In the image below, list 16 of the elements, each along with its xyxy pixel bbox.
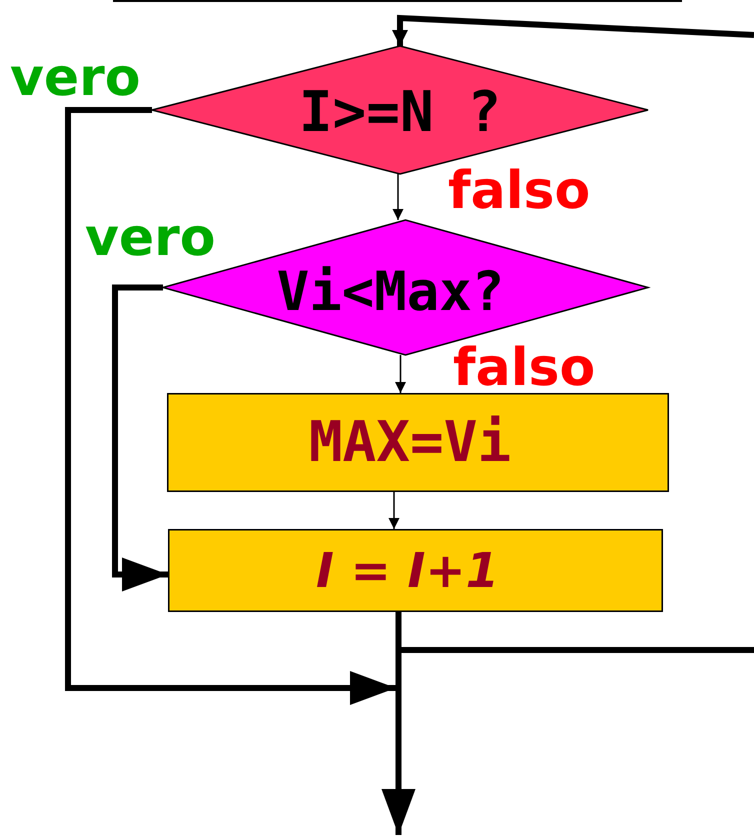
process-box bbox=[168, 529, 663, 612]
edge-label: vero bbox=[85, 212, 216, 264]
statement-text: MAX=Vi bbox=[308, 410, 512, 475]
arrow bbox=[388, 492, 400, 529]
arrow bbox=[392, 174, 404, 220]
edge-label: falso bbox=[453, 342, 596, 394]
arrow bbox=[395, 355, 406, 393]
condition-text: Vi<Max? bbox=[276, 260, 504, 323]
condition-text: I>=N ? bbox=[298, 80, 502, 144]
arrow bbox=[392, 14, 754, 46]
arrow bbox=[65, 107, 396, 705]
statement-text: I = I+1 bbox=[316, 542, 499, 598]
edge-label: falso bbox=[448, 165, 590, 217]
process-box bbox=[167, 393, 669, 492]
arrow bbox=[112, 284, 168, 592]
edge-label: vero bbox=[10, 52, 141, 104]
